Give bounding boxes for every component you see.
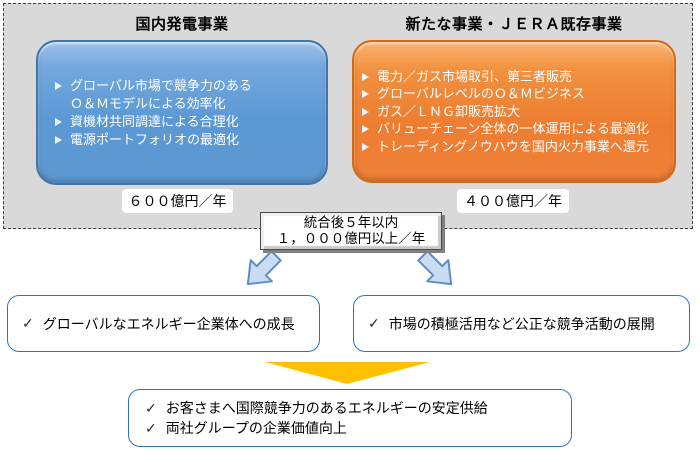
synergy-total-line1: 統合後５年以内 [303,215,399,230]
list-item: ガス／ＬＮＧ卸販売拡大 [354,103,674,121]
check-icon: ✓ [368,315,380,331]
list-item: 電源ポートフォリオの最適化 [38,131,326,149]
final-goal-text: お客さまへ国際競争力のあるエネルギーの安定供給 [165,400,488,416]
arrow-bullet-icon [55,135,62,144]
bullet-text: グローバルレベルのＯ＆Ｍビジネス [377,86,585,102]
left-section-title: 国内発電事業 [135,16,229,33]
list-item: トレーディングノウハウを国内火力事業へ還元 [354,138,674,156]
list-item: 電力／ガス市場取引、第三者販売 [354,68,674,86]
check-icon: ✓ [145,400,157,416]
final-goal-text: 両社グループの企業価値向上 [165,420,347,436]
right-amount-label: ４００億円／年 [457,189,569,213]
list-item: グローバルレベルのＯ＆Ｍビジネス [354,85,674,103]
outcome-box-left: ✓ グローバルなエネルギー企業体への成長 [7,295,320,352]
check-icon: ✓ [145,420,157,436]
arrow-bullet-icon [362,107,369,116]
final-goals-box: ✓ お客さまへ国際競争力のあるエネルギーの安定供給 ✓ 両社グループの企業価値向… [128,389,572,447]
arrow-bullet-icon [362,125,369,134]
list-item: バリューチェーン全体の一体運用による最適化 [354,120,674,138]
bullet-text: グローバル市場で競争力のある Ｏ＆Ｍモデルによる効率化 [70,77,252,111]
arrow-bullet-icon [362,72,369,81]
bullet-text: 電力／ガス市場取引、第三者販売 [377,68,573,84]
arrow-bullet-icon [362,142,369,151]
down-left-arrow-icon [246,250,282,286]
list-item: グローバル市場で競争力のある Ｏ＆Ｍモデルによる効率化 [38,77,326,113]
outcome-right-text: 市場の積極活用など公正な競争活動の展開 [388,315,655,332]
outcome-box-right: ✓ 市場の積極活用など公正な競争活動の展開 [353,295,690,352]
down-arrow-icon [265,362,430,384]
bullet-text: 資機材共同調達による合理化 [70,113,239,129]
new-business-box: 電力／ガス市場取引、第三者販売 グローバルレベルのＯ＆Ｍビジネス ガス／ＬＮＧ卸… [352,40,676,183]
list-item: ✓ 両社グループの企業価値向上 [145,418,571,438]
bullet-text: 電源ポートフォリオの最適化 [70,131,240,147]
bullet-text: バリューチェーン全体の一体運用による最適化 [377,121,649,137]
bullet-text: ガス／ＬＮＧ卸販売拡大 [377,103,521,119]
check-icon: ✓ [22,315,34,331]
left-amount-label: ６００億円／年 [122,189,233,213]
list-item: ✓ お客さまへ国際競争力のあるエネルギーの安定供給 [145,398,571,418]
down-right-arrow-icon [417,250,453,286]
synergy-total-box: 統合後５年以内 １，０００億円以上／年 [260,212,442,250]
bullet-text: トレーディングノウハウを国内火力事業へ還元 [377,138,649,154]
synergy-total-line2: １，０００億円以上／年 [276,231,426,246]
arrow-bullet-icon [55,81,62,90]
outcome-left-text: グローバルなエネルギー企業体への成長 [42,315,295,332]
list-item: 資機材共同調達による合理化 [38,113,326,131]
right-section-title: 新たな事業・ＪＥＲＡ既存事業 [405,16,623,33]
arrow-bullet-icon [55,117,62,126]
domestic-power-box: グローバル市場で競争力のある Ｏ＆Ｍモデルによる効率化 資機材共同調達による合理… [36,40,328,185]
arrow-bullet-icon [362,90,369,99]
